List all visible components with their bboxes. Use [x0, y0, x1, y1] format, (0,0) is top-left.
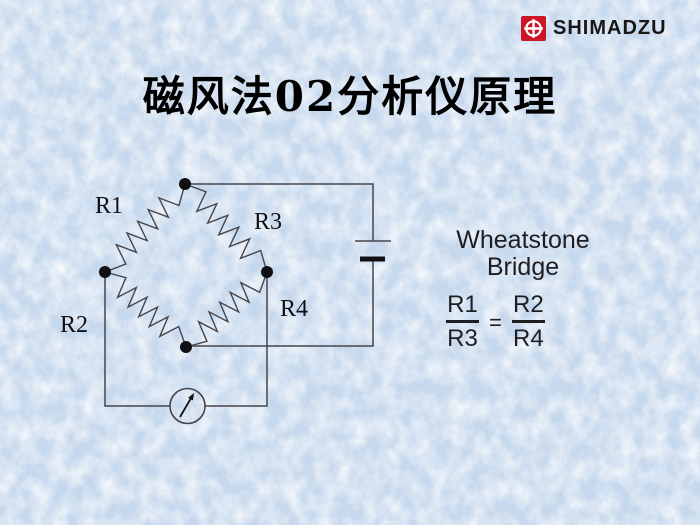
wire-left-to-meter — [104, 272, 170, 407]
node-right — [261, 266, 273, 278]
fraction-left-numerator: R1 — [447, 291, 478, 318]
node-top — [179, 178, 191, 190]
caption-line1: Wheatstone — [456, 226, 590, 254]
slide-title: 磁风法02分析仪原理 — [142, 72, 558, 121]
galvanometer-needle-arrowhead — [188, 393, 194, 401]
shimadzu-emblem-icon — [521, 16, 546, 41]
wire-top-to-battery — [185, 183, 374, 241]
battery-symbol — [355, 240, 391, 262]
resistor-label-r2: R2 — [60, 312, 88, 338]
shimadzu-logo: SHIMADZU — [521, 16, 667, 41]
fraction-left: R1 R3 — [446, 292, 479, 351]
resistor-zigzag — [185, 271, 268, 348]
brand-name: SHIMADZU — [553, 17, 667, 39]
caption-line2: Bridge — [486, 253, 560, 281]
galvanometer-dial — [169, 387, 206, 425]
resistor-labels: R1 R3 R2 R4 — [60, 193, 308, 338]
resistor-zigzag — [104, 271, 187, 348]
balance-equation: R1 R3 = R2 R4 — [446, 292, 545, 351]
fraction-left-bar — [446, 320, 479, 323]
galvanometer-symbol — [169, 387, 206, 425]
resistor-label-r4: R4 — [280, 296, 308, 322]
fraction-right-numerator: R2 — [513, 291, 544, 318]
resistor-zigzag — [184, 183, 268, 273]
node-left — [99, 266, 111, 278]
caption-wheatstone-bridge: Wheatstone Bridge — [437, 227, 609, 281]
circuit-wires — [104, 183, 374, 407]
resistor-label-r1: R1 — [95, 193, 123, 219]
node-bottom — [180, 341, 192, 353]
bridge-resistors — [104, 183, 268, 348]
fraction-right-denominator: R4 — [513, 325, 544, 352]
fraction-left-denominator: R3 — [447, 325, 478, 352]
resistor-label-r3: R3 — [254, 209, 282, 235]
bridge-nodes — [99, 178, 273, 353]
galvanometer-needle — [179, 398, 192, 418]
resistor-zigzag — [104, 183, 186, 273]
equals-sign: = — [489, 309, 502, 335]
fraction-right-bar — [511, 320, 545, 323]
wire-meter-to-right — [205, 272, 268, 407]
fraction-right: R2 R4 — [511, 291, 545, 352]
wire-battery-to-bottom — [186, 259, 374, 347]
